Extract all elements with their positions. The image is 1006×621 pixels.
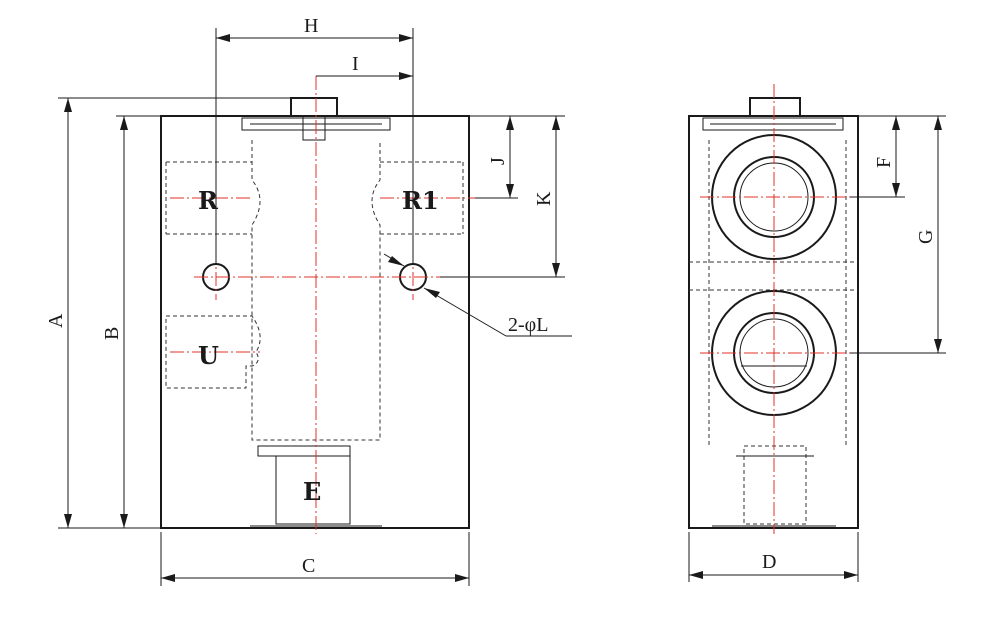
front-port-e-body xyxy=(275,455,351,525)
side-top-knob xyxy=(749,97,801,117)
dim-label-f: F xyxy=(873,157,895,168)
front-top-knob xyxy=(290,97,338,117)
dim-label-d: D xyxy=(762,551,776,573)
callout-hole-diameter: 2-φL xyxy=(508,314,548,336)
dim-label-h: H xyxy=(304,15,318,37)
port-label-u: U xyxy=(198,341,219,370)
port-label-r1: R1 xyxy=(402,186,439,215)
dim-label-k: K xyxy=(533,191,555,206)
side-view xyxy=(688,84,859,534)
dim-label-a: A xyxy=(45,313,67,328)
dim-label-j: J xyxy=(487,157,509,165)
front-port-r-hidden xyxy=(165,161,252,235)
dim-label-c: C xyxy=(302,555,315,577)
side-internal-hidden xyxy=(708,140,847,446)
port-label-r: R xyxy=(198,186,219,215)
side-dimensions: D F G xyxy=(688,115,946,582)
dim-label-g: G xyxy=(915,230,937,244)
port-label-e: E xyxy=(303,477,321,506)
dim-label-i: I xyxy=(352,53,359,75)
dim-label-b: B xyxy=(101,327,123,340)
front-view: R R1 U E xyxy=(160,76,475,534)
front-dimensions: H I A B C J xyxy=(45,15,572,586)
front-port-u-hidden xyxy=(165,315,261,389)
front-body-outline xyxy=(160,115,470,529)
